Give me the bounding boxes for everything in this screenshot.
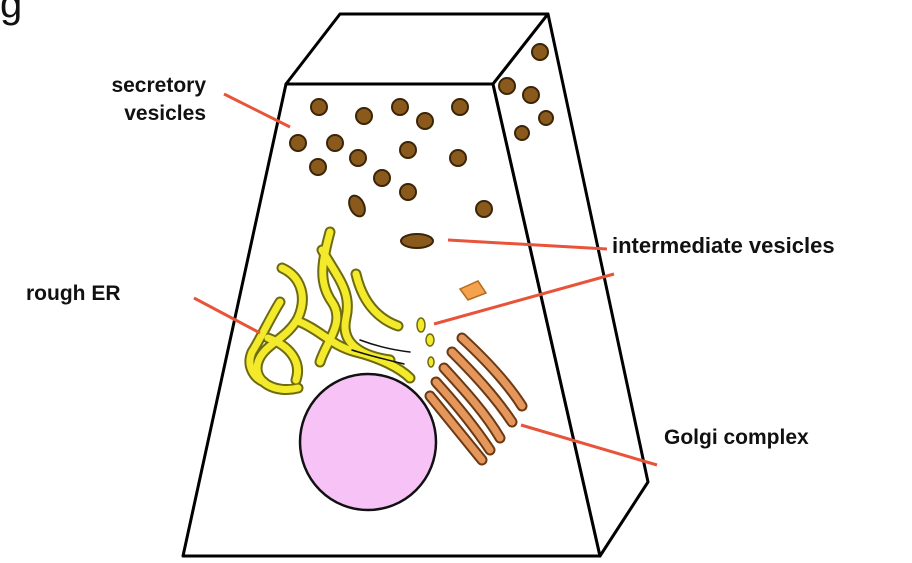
vesicle xyxy=(400,142,416,158)
intermediate-vesicle xyxy=(401,234,433,248)
label-secretory-line1: secretory xyxy=(58,72,206,100)
vesicle xyxy=(374,170,390,186)
vesicle xyxy=(290,135,306,151)
intermediate-vesicle xyxy=(426,334,434,346)
vesicle xyxy=(499,78,515,94)
vesicle xyxy=(311,99,327,115)
label-intermediate-vesicles: intermediate vesicles xyxy=(612,232,835,260)
nucleus xyxy=(300,374,436,510)
vesicle xyxy=(350,150,366,166)
label-rough-er: rough ER xyxy=(26,280,121,308)
vesicle xyxy=(532,44,548,60)
vesicle xyxy=(310,159,326,175)
vesicle xyxy=(392,99,408,115)
corner-text-fragment: g xyxy=(0,0,22,27)
vesicle xyxy=(417,113,433,129)
vesicle xyxy=(400,184,416,200)
intermediate-vesicle xyxy=(428,357,434,367)
vesicle xyxy=(452,99,468,115)
label-secretory-vesicles: secretory vesicles xyxy=(58,72,206,128)
vesicle xyxy=(515,126,529,140)
vesicle xyxy=(523,87,539,103)
vesicle xyxy=(327,135,343,151)
label-secretory-line2: vesicles xyxy=(58,100,206,128)
vesicle xyxy=(539,111,553,125)
intermediate-vesicle xyxy=(417,318,425,332)
label-golgi-complex: Golgi complex xyxy=(664,424,809,452)
vesicle xyxy=(476,201,492,217)
vesicle xyxy=(450,150,466,166)
vesicle xyxy=(356,108,372,124)
